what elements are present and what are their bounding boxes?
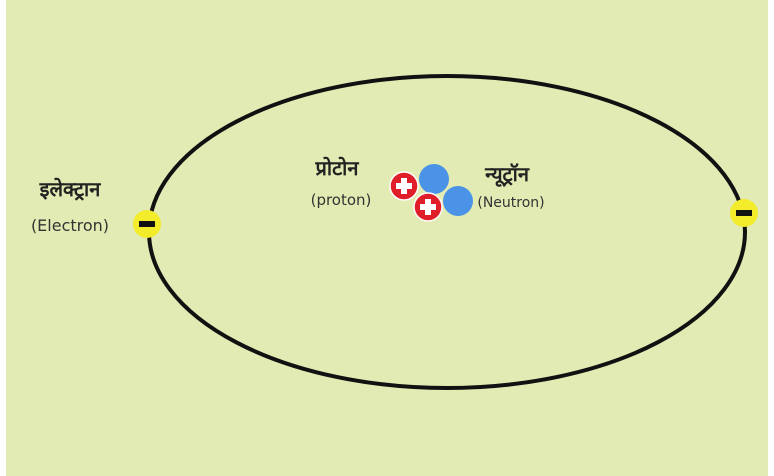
- proton-1-plus-v: [401, 178, 407, 194]
- electron-left-minus-sign: [139, 221, 155, 227]
- proton-2-plus-v: [425, 199, 431, 215]
- electron-right: [730, 199, 758, 227]
- electron-hindi-label: इलेक्ट्रान: [39, 177, 102, 201]
- neutron-1: [419, 164, 449, 194]
- proton-english-label: (proton): [311, 191, 372, 209]
- proton-hindi-label: प्रोटोन: [315, 156, 360, 180]
- proton-1: [389, 171, 419, 201]
- neutron-2: [443, 186, 473, 216]
- background-panel: [6, 0, 768, 476]
- electron-english-label: (Electron): [31, 216, 109, 235]
- electron-right-minus-sign: [736, 210, 752, 216]
- neutron-hindi-label: न्यूट्रॉन: [484, 162, 530, 187]
- neutron-english-label: (Neutron): [477, 195, 544, 211]
- nucleus: [389, 164, 473, 222]
- proton-2: [413, 192, 443, 222]
- electron-left: [133, 210, 161, 238]
